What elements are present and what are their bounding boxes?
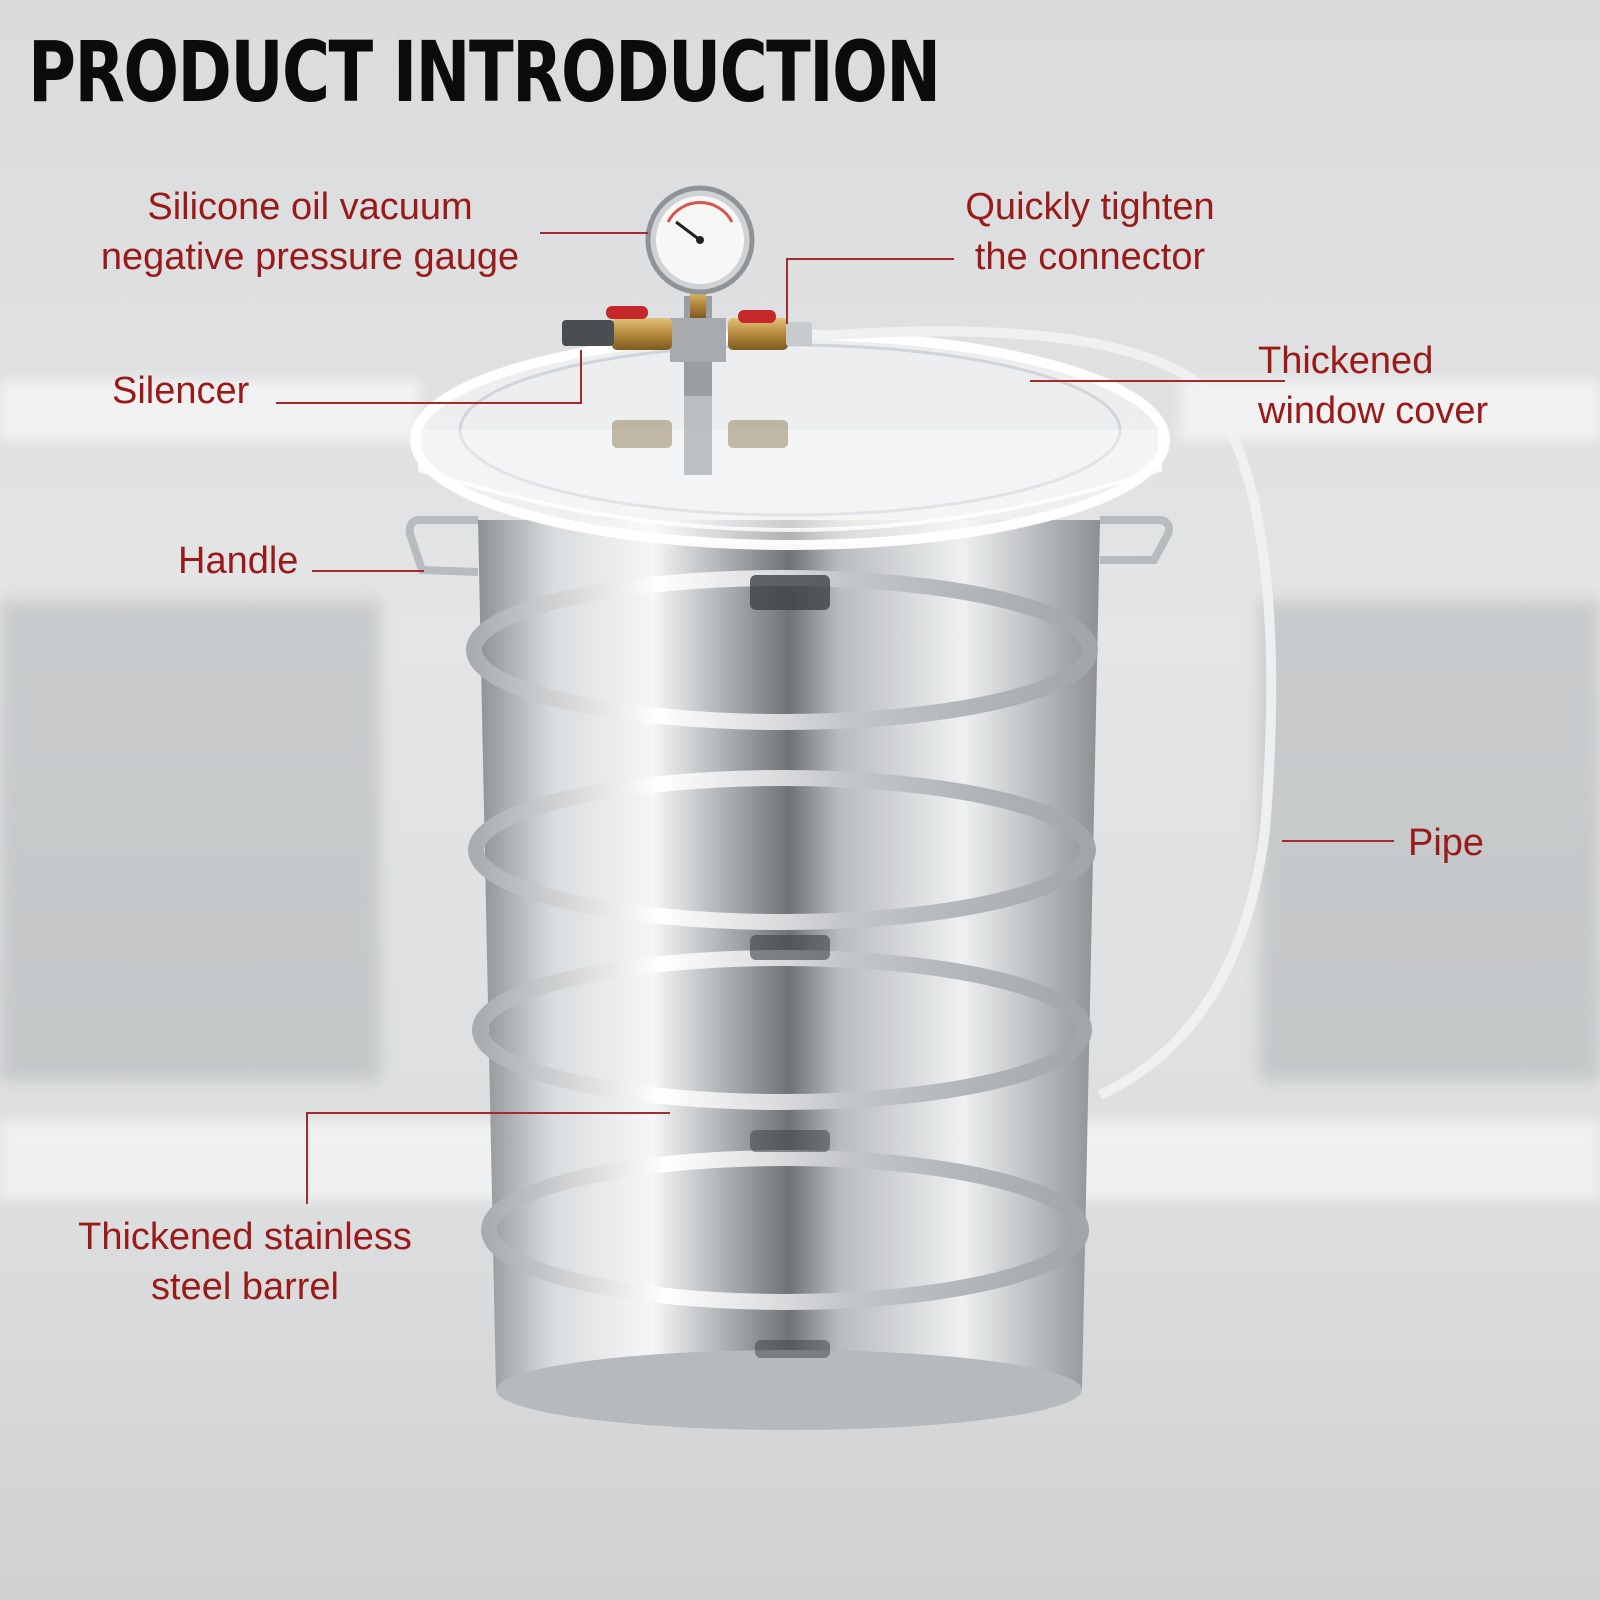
callout-pipe: Pipe bbox=[1408, 822, 1485, 864]
leader-line-handle bbox=[312, 570, 424, 572]
valve-assembly bbox=[562, 290, 812, 475]
leader-line-barrel-horizontal bbox=[306, 1112, 670, 1114]
callout-gauge-line1: Silicone oil vacuum bbox=[147, 186, 473, 228]
leader-line-gauge bbox=[540, 232, 648, 234]
callout-cover: Thickened window cover bbox=[1258, 336, 1488, 436]
callout-silencer: Silencer bbox=[112, 370, 250, 412]
background-shelf bbox=[1180, 380, 1600, 440]
barrel bbox=[466, 520, 1100, 1430]
page-title: PRODUCT INTRODUCTION bbox=[28, 23, 941, 121]
callout-gauge: Silicone oil vacuum negative pressure ga… bbox=[80, 182, 540, 282]
callout-barrel: Thickened stainless steel barrel bbox=[60, 1212, 430, 1312]
callout-cover-line2: window cover bbox=[1258, 390, 1489, 432]
leader-line-silencer-rise bbox=[580, 350, 582, 404]
handles bbox=[405, 516, 1173, 576]
leader-line-barrel bbox=[306, 1112, 308, 1204]
callout-connector: Quickly tighten the connector bbox=[940, 182, 1240, 282]
acrylic-lid bbox=[410, 330, 1170, 550]
callout-cover-line1: Thickened bbox=[1258, 340, 1434, 382]
callout-connector-line1: Quickly tighten bbox=[965, 186, 1215, 228]
leader-line-pipe bbox=[1282, 840, 1394, 842]
leader-line-silencer bbox=[276, 402, 581, 404]
leader-line-connector-drop bbox=[786, 258, 788, 324]
callout-barrel-line2: steel barrel bbox=[151, 1266, 339, 1308]
callout-handle: Handle bbox=[178, 540, 299, 582]
callout-barrel-line1: Thickened stainless bbox=[78, 1216, 412, 1258]
background-cabinet bbox=[0, 600, 380, 1080]
background-shelf bbox=[0, 380, 420, 440]
callout-connector-line2: the connector bbox=[974, 236, 1206, 278]
pressure-gauge bbox=[645, 185, 755, 295]
callout-gauge-line2: negative pressure gauge bbox=[100, 236, 520, 278]
pipe bbox=[789, 326, 1277, 1100]
leader-line-cover bbox=[1030, 380, 1285, 382]
leader-line-connector bbox=[786, 258, 954, 260]
